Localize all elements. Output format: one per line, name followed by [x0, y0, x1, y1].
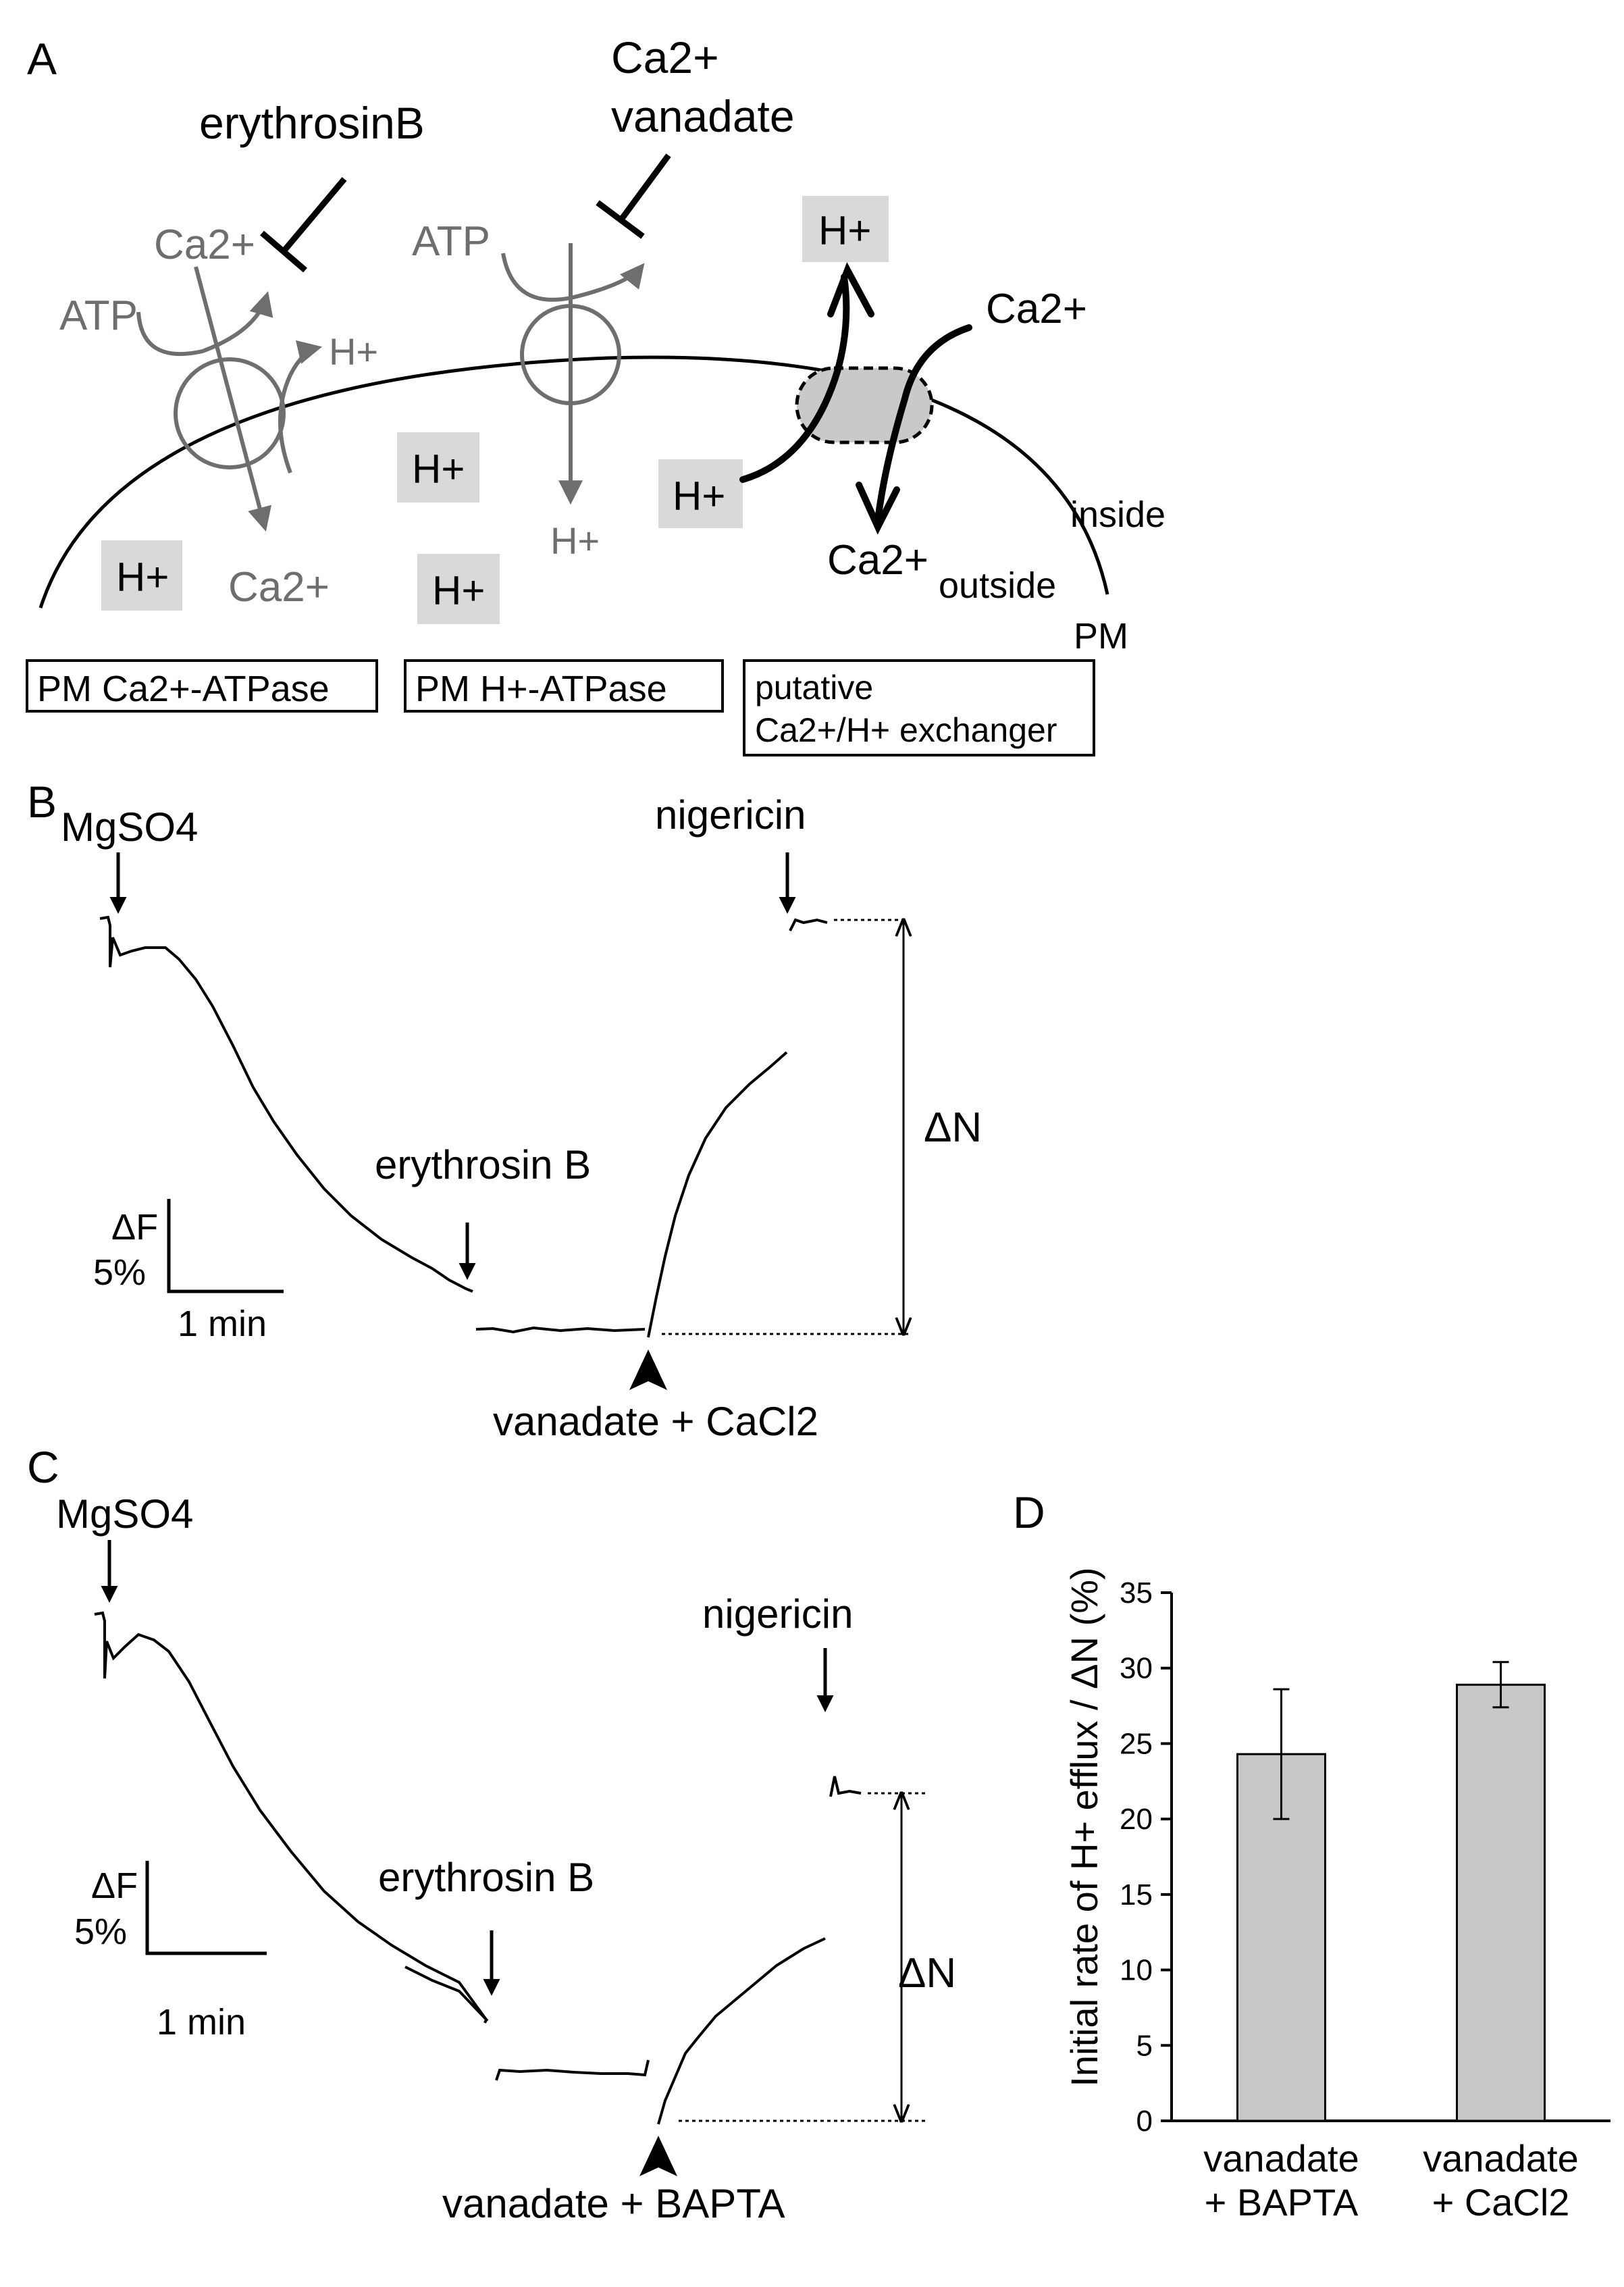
y-tick-label: 10	[1120, 1954, 1153, 1987]
trace-c-plateau	[495, 2059, 650, 2081]
svg-text:H+: H+	[432, 568, 485, 613]
h-atpase-pump	[501, 243, 645, 505]
scale-bar-b: ΔF 5% 1 min	[93, 1199, 284, 1344]
label-delta-n-b: ΔN	[924, 1104, 982, 1151]
membrane-label: PM	[1074, 616, 1128, 657]
panel-c-label: C	[27, 1442, 59, 1492]
bar	[1456, 1683, 1546, 2122]
svg-text:PM H+-ATPase: PM H+-ATPase	[415, 669, 667, 709]
y-tick-label: 0	[1136, 2105, 1153, 2138]
svg-text:5%: 5%	[93, 1252, 146, 1293]
panel-b-label: B	[27, 777, 57, 827]
panel-d: D Initial rate of H+ efflux / ΔN (%) 0 5 1…	[1013, 1487, 1610, 2224]
svg-text:1 min: 1 min	[178, 1304, 267, 1344]
exchanger-h-box-in: H+	[658, 459, 743, 528]
label-treatment-c: vanadate + BAPTA	[442, 2181, 785, 2226]
arrowhead-treatment-c	[639, 2136, 677, 2176]
label-erythrosin-b: erythrosin B	[375, 1142, 591, 1187]
box-h-atpase: PM H+-ATPase	[404, 659, 724, 713]
ca-atpase-pump	[136, 266, 323, 532]
ca-atpase-ca-out: Ca2+	[228, 564, 330, 611]
inhibition-bar-left	[260, 177, 347, 273]
svg-text:ΔF: ΔF	[91, 1866, 138, 1906]
exchanger-ca-top: Ca2+	[986, 286, 1087, 332]
svg-text:putative: putative	[755, 669, 873, 706]
label-nigericin-b: nigericin	[655, 792, 806, 838]
y-tick-label: 15	[1120, 1878, 1153, 1911]
inhibitor-erythrosinb: erythrosinB	[199, 98, 425, 148]
inhibitor-vanadate: vanadate	[611, 91, 795, 141]
side-outside: outside	[939, 565, 1056, 606]
lumen-h-box-3: H+	[417, 554, 500, 624]
category-label: + CaCl2	[1432, 2181, 1570, 2224]
h-atpase-h: H+	[550, 519, 600, 562]
svg-text:H+: H+	[412, 446, 465, 492]
svg-text:H+: H+	[673, 473, 725, 519]
panel-b: B MgSO4 nigericin erythrosin B vanadate …	[27, 777, 982, 1444]
y-tick-label: 30	[1120, 1652, 1153, 1685]
lumen-h-box-1: H+	[101, 540, 182, 611]
ca-atpase-ca-in: Ca2+	[154, 222, 255, 268]
trace-b	[99, 915, 473, 1293]
panel-c: C MgSO4 nigericin erythrosin B vanadate …	[27, 1442, 956, 2226]
plasma-membrane	[38, 355, 1109, 609]
y-tick-label: 25	[1120, 1727, 1153, 1760]
chart-ylabel: Initial rate of H+ efflux / ΔN (%)	[1063, 1567, 1105, 2086]
label-mgso4-c: MgSO4	[56, 1491, 193, 1537]
category-label: vanadate	[1423, 2137, 1578, 2180]
y-tick-label: 5	[1136, 2029, 1153, 2062]
trace-c-nigericin	[829, 1776, 862, 1797]
trace-b-nigericin	[789, 918, 828, 931]
box-ca-atpase: PM Ca2+-ATPase	[26, 659, 378, 713]
trace-c-recovery	[657, 1937, 826, 2125]
inhibitor-ca: Ca2+	[611, 32, 719, 82]
ca-atpase-atp: ATP	[59, 292, 138, 339]
box-exchanger: putative Ca2+/H+ exchanger	[743, 659, 1095, 756]
exchanger-h-box-top: H+	[802, 196, 889, 262]
svg-text:ΔF: ΔF	[111, 1207, 158, 1248]
arrowhead-treatment-b	[629, 1350, 667, 1390]
svg-text:1 min: 1 min	[157, 2002, 246, 2042]
label-delta-n-c: ΔN	[898, 1950, 956, 1997]
svg-text:H+: H+	[116, 555, 169, 600]
category-label: vanadate	[1203, 2137, 1359, 2180]
y-tick-label: 35	[1120, 1576, 1153, 1610]
label-nigericin-c: nigericin	[702, 1591, 853, 1637]
y-tick-label: 20	[1120, 1803, 1153, 1836]
exchanger-ca-out: Ca2+	[827, 537, 928, 584]
putative-exchanger	[739, 262, 972, 535]
label-erythrosin-c: erythrosin B	[378, 1855, 594, 1900]
scale-bar-c: ΔF 5% 1 min	[74, 1861, 267, 2042]
trace-b-plateau	[475, 1326, 646, 1334]
lumen-h-box-2: H+	[397, 432, 479, 503]
svg-text:5%: 5%	[74, 1911, 127, 1952]
label-treatment-b: vanadate + CaCl2	[493, 1399, 818, 1444]
trace-c-tail	[404, 1965, 489, 2022]
trace-b-recovery	[647, 1051, 788, 1338]
ca-atpase-h: H+	[329, 330, 378, 373]
trace-c	[94, 1611, 488, 2024]
category-label: + BAPTA	[1205, 2181, 1359, 2224]
svg-text:H+: H+	[818, 208, 871, 253]
panel-a-label: A	[27, 34, 57, 84]
label-mgso4-b: MgSO4	[61, 804, 198, 850]
inhibition-bar-right	[596, 153, 671, 239]
h-atpase-atp: ATP	[412, 218, 490, 265]
panel-a: A erythrosinB Ca2+ vanadate Ca2+ ATP H+ …	[26, 32, 1165, 756]
side-inside: inside	[1070, 494, 1165, 535]
svg-text:Ca2+/H+ exchanger: Ca2+/H+ exchanger	[755, 711, 1057, 749]
panel-d-label: D	[1013, 1487, 1045, 1537]
svg-text:PM Ca2+-ATPase: PM Ca2+-ATPase	[37, 669, 330, 709]
